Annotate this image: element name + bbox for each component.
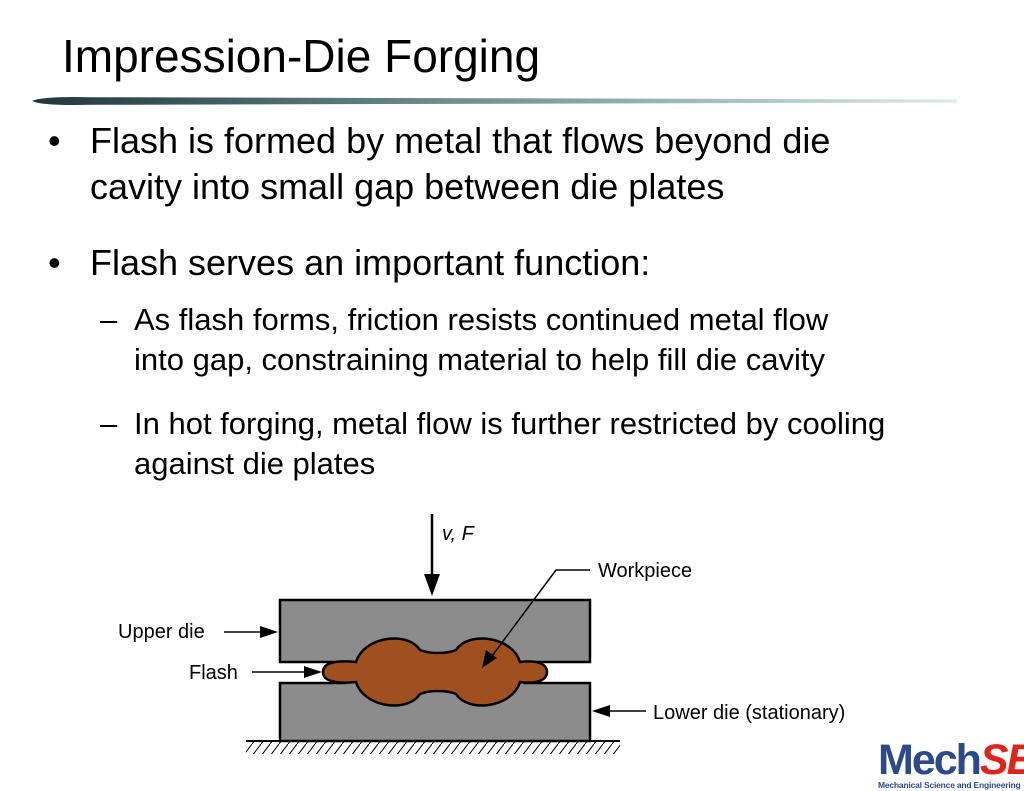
force-arrow-head [424, 574, 440, 596]
sub-bullet-line: In hot forging, metal flow is further re… [134, 406, 886, 441]
logo-mech: Mech [878, 736, 982, 784]
upper-die-leader-arrowhead [260, 626, 278, 638]
bullet-marker: • [48, 242, 61, 283]
bullet-marker: • [48, 120, 61, 161]
lower-die-label: Lower die (stationary) [653, 702, 845, 724]
flash-label: Flash [189, 662, 238, 684]
title-underline [32, 96, 957, 106]
lower-die [278, 678, 592, 743]
sub-bullet-text: In hot forging, metal flow is further re… [134, 404, 885, 484]
lower-die-leader-arrowhead [592, 705, 610, 717]
flash-leader-arrowhead [304, 666, 322, 678]
workpiece-leader [491, 569, 590, 657]
ground-hatch [246, 741, 620, 754]
sub-bullet-line: As flash forms, friction resists continu… [134, 302, 829, 337]
sub-bullet-line: into gap, constraining material to help … [134, 342, 825, 377]
bullet-text: Flash is formed by metal that flows beyo… [90, 118, 970, 210]
workpiece-leader-arrowhead [482, 650, 497, 668]
bullet-line: Flash serves an important function: [90, 242, 651, 283]
logo-wordmark: MechSE [878, 736, 1024, 785]
sub-bullet-marker: – [100, 406, 118, 441]
force-label: v, F [442, 523, 476, 545]
logo-se: SE [979, 736, 1024, 784]
workpiece [321, 637, 549, 707]
mechse-logo: MechSE Mechanical Science and Engineerin… [876, 736, 1024, 791]
slide-title: Impression-Die Forging [62, 30, 541, 82]
bullet-text: Flash serves an important function: [90, 240, 970, 286]
bullet-line: Flash is formed by metal that flows beyo… [90, 120, 831, 161]
workpiece-label: Workpiece [598, 560, 692, 582]
upper-die [278, 598, 592, 667]
sub-bullet-marker: – [100, 302, 118, 337]
sub-bullet-text: As flash forms, friction resists continu… [134, 300, 828, 380]
logo-subtitle: Mechanical Science and Engineering [878, 780, 1021, 790]
upper-die-label: Upper die [118, 621, 205, 643]
sub-bullet-line: against die plates [134, 446, 376, 481]
bullet-line: cavity into small gap between die plates [90, 166, 725, 207]
